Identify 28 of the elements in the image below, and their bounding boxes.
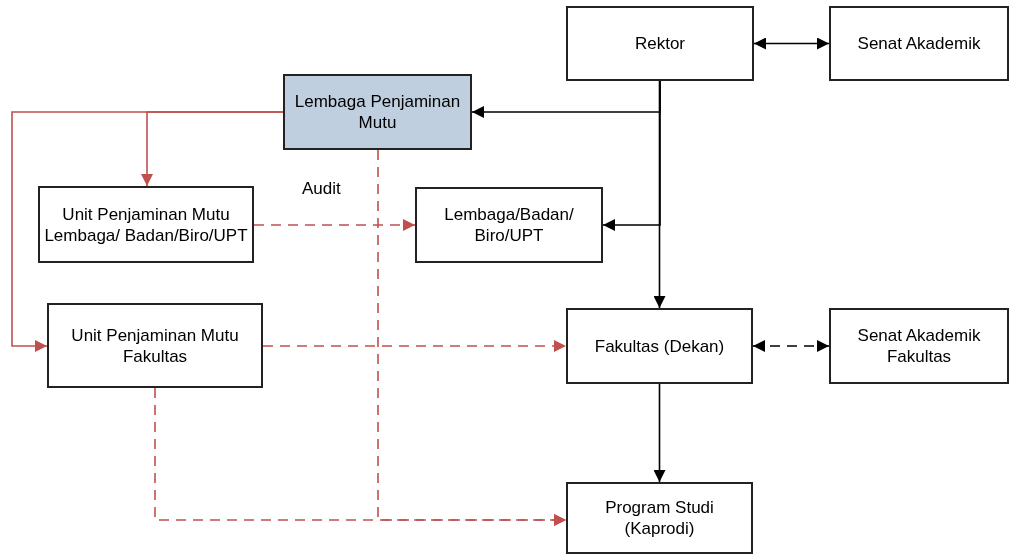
process-box [566, 308, 753, 384]
box-label: Lembaga/Badan/ Biro/UPT [443, 204, 575, 246]
box-label: Program Studi (Kaprodi) [604, 497, 715, 539]
process-box [47, 303, 263, 388]
arrow [377, 149, 567, 526]
box-label: Unit Penjaminan Mutu Fakultas [70, 324, 240, 367]
arrow [262, 340, 567, 352]
arrow [11, 111, 284, 352]
box-label: Unit Penjaminan Mutu Lembaga/ Badan/Biro/UPT [44, 203, 248, 246]
box-label: Senat Akademik [857, 33, 981, 54]
box-label: Fakultas (Dekan) [594, 335, 725, 357]
box-label: Senat Akademik Fakultas [856, 325, 982, 367]
arrow [253, 219, 416, 231]
arrow [752, 340, 830, 352]
process-box [566, 6, 754, 81]
process-box [829, 6, 1009, 81]
process-box [415, 187, 603, 263]
arrow [753, 37, 830, 50]
process-box [283, 74, 472, 150]
box-label: Rektor [634, 33, 686, 54]
annotation-label: Audit [302, 178, 341, 200]
box-label: Lembaga Penjaminan Mutu [293, 91, 462, 133]
arrow [602, 80, 661, 231]
process-box [38, 186, 254, 263]
process-box [829, 308, 1009, 384]
process-box [566, 482, 753, 554]
arrow [653, 383, 666, 483]
arrow [653, 80, 666, 309]
